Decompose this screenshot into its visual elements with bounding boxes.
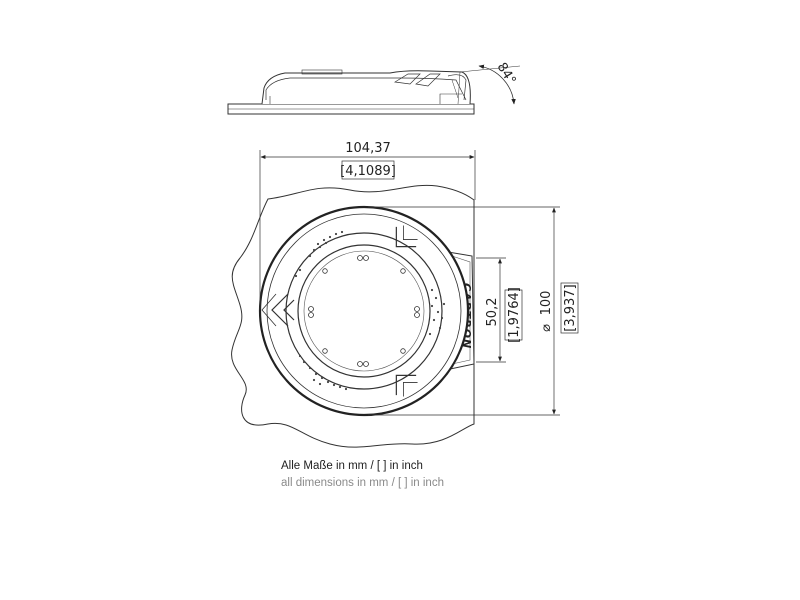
- side-view: [227, 64, 521, 115]
- width-inch-label: [4,1089]: [340, 164, 396, 179]
- inner-inch-label: [1,9764]: [507, 287, 522, 343]
- width-mm-label: 104,37: [345, 141, 391, 156]
- angle-label: 84°: [494, 60, 519, 87]
- caption-german: Alle Maße in mm / [ ] in inch: [281, 460, 423, 472]
- diameter-inch-label: [3,937]: [563, 284, 578, 331]
- mounting-plate-outline: [231, 184, 475, 448]
- diameter-mm-label: 100: [539, 291, 554, 316]
- top-view: CAPTRON: [231, 184, 475, 448]
- diameter-symbol: ⌀: [539, 324, 554, 332]
- inner-mm-label: 50,2: [485, 298, 500, 327]
- dimension-lines: [259, 150, 579, 416]
- caption-english: all dimensions in mm / [ ] in inch: [281, 477, 444, 489]
